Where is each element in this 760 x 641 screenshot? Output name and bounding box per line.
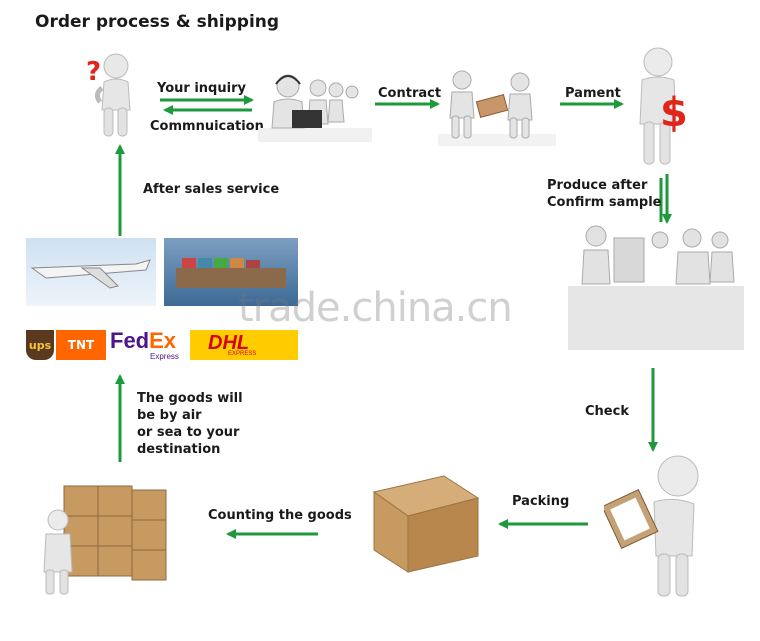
label-payment: Pament: [565, 86, 621, 101]
label-produce: Produce after Confirm sample: [547, 178, 662, 210]
question-mark: ?: [86, 57, 101, 87]
label-inquiry: Your inquiry: [157, 81, 246, 96]
person-clipboard-icon: [601, 452, 704, 600]
label-check: Check: [585, 404, 629, 419]
plane-ship-icon: [26, 238, 298, 362]
label-shipping-note: The goods will be by air or sea to your …: [137, 391, 243, 457]
handshake-contract-icon: [438, 68, 556, 148]
dhl-text: DHL: [208, 332, 250, 354]
dhl-sub: EXPRESS: [228, 351, 257, 357]
label-contract: Contract: [378, 86, 442, 101]
fedex-sub: Express: [150, 352, 179, 361]
label-packing: Packing: [512, 494, 570, 509]
dhl-logo: DHL EXPRESS: [190, 330, 298, 360]
stacked-boxes-icon: [40, 480, 170, 598]
fedex-fed: Fed: [110, 328, 150, 353]
office-meeting-icon: [568, 222, 744, 350]
tnt-logo: TNT: [56, 330, 106, 360]
cardboard-box-icon: [366, 468, 484, 576]
person-question-icon: ?: [80, 48, 144, 140]
label-counting: Counting the goods: [208, 508, 352, 523]
dollar-sign: $: [660, 90, 688, 136]
call-center-icon: [258, 70, 372, 146]
ups-logo: ups: [26, 330, 54, 360]
label-after-sales: After sales service: [143, 182, 280, 197]
label-communication: Commnuication: [150, 119, 264, 134]
person-dollar-icon: $: [626, 42, 696, 170]
page-title: Order process & shipping: [35, 12, 280, 32]
fedex-ex: Ex: [149, 328, 177, 353]
fedex-logo: FedEx Express: [110, 328, 188, 362]
watermark: trade.china.cn: [238, 285, 513, 331]
